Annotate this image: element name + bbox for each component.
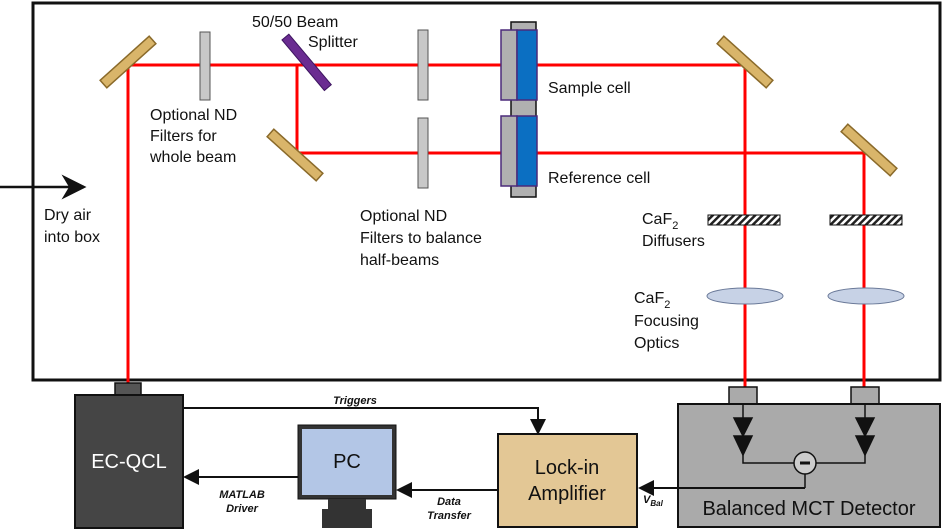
laser-beam	[126, 63, 866, 387]
laser-label: EC-QCL	[91, 451, 167, 473]
sample-cell-label: Sample cell	[548, 80, 631, 97]
pc-monitor	[297, 424, 397, 528]
enclosure-box	[31, 1, 942, 382]
reference-cell-label: Reference cell	[548, 170, 650, 187]
vbal-label: VBal	[643, 494, 664, 508]
detector-connector-2	[850, 386, 880, 405]
nd-filter-reference	[417, 117, 429, 189]
laser-connector	[114, 382, 142, 396]
mirror-4	[840, 123, 898, 177]
detector-label: Balanced MCT Detector	[702, 498, 915, 520]
lens-1	[706, 287, 784, 305]
mirror-1	[99, 35, 157, 89]
mirror-3	[716, 35, 774, 89]
diffuser-1	[707, 214, 781, 226]
lens-2	[827, 287, 905, 305]
sample-cell	[500, 29, 518, 101]
nd-filter-whole	[199, 31, 211, 101]
ec-qcl-laser	[74, 394, 184, 529]
cell-holder	[500, 21, 538, 198]
reference-cell	[500, 115, 518, 187]
beam-splitter	[281, 33, 332, 92]
triggers-label: Triggers	[333, 395, 377, 407]
nd-filter-sample	[417, 29, 429, 101]
detector-connector-1	[728, 386, 758, 405]
pc-label: PC	[333, 451, 361, 473]
triggers-line	[183, 407, 546, 435]
photodiodes	[732, 404, 876, 488]
mirror-2	[266, 128, 324, 182]
diffuser-2	[829, 214, 903, 226]
lock-in-amplifier	[497, 433, 638, 528]
